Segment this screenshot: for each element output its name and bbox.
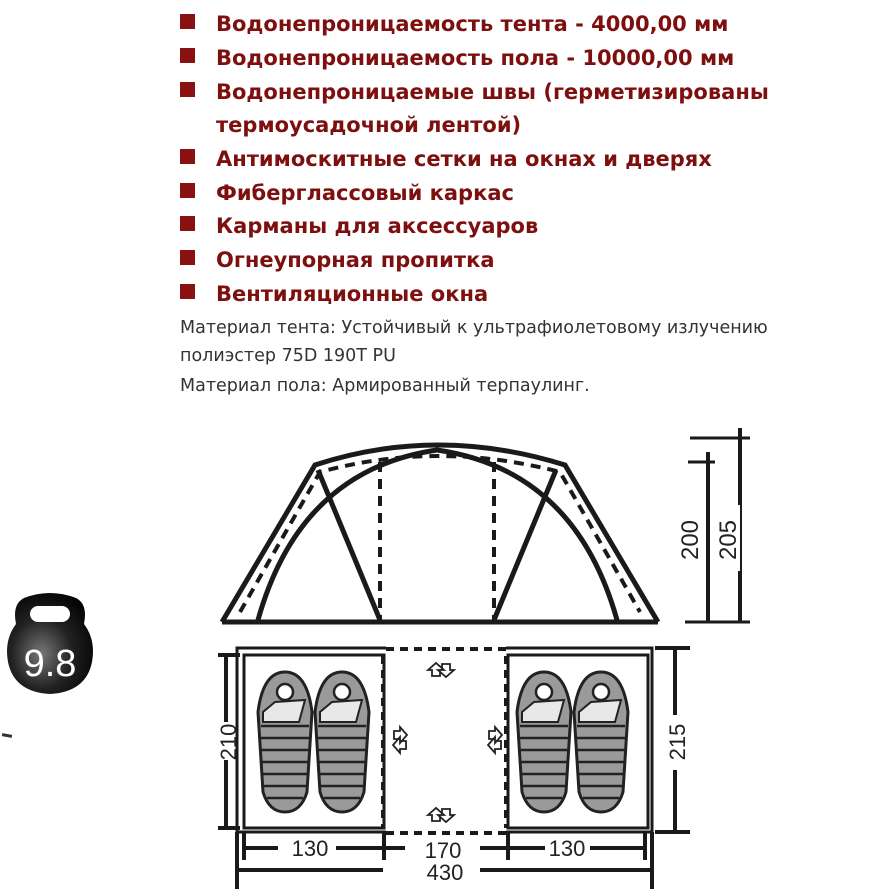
bullet-square-icon	[180, 183, 195, 198]
feature-item: Огнеупорная пропитка	[180, 244, 836, 277]
bullet-square-icon	[180, 250, 195, 265]
bullet-square-icon	[180, 14, 195, 29]
kettlebell-weight-icon: 9.8	[7, 593, 93, 694]
material-tent-line1: Материал тента: Устойчивый к ультрафиоле…	[180, 318, 768, 338]
sleeping-bag-icon	[256, 670, 314, 814]
feature-item: Водонепроницаемые швы (герметизированы т…	[180, 76, 836, 142]
weight-value: 9.8	[24, 643, 77, 685]
feature-item: Водонепроницаемость пола - 10000,00 мм	[180, 42, 836, 75]
room-left-width-label: 130	[292, 836, 329, 861]
sleeping-bag-icon	[572, 670, 630, 814]
room-right-width-label: 130	[549, 836, 586, 861]
feature-item: Антимоскитные сетки на окнах и дверях	[180, 143, 836, 176]
feature-item: Карманы для аксессуаров	[180, 210, 836, 243]
sleeping-bag-icon	[515, 670, 573, 814]
bullet-square-icon	[180, 82, 195, 97]
vestibule-width-label: 170	[425, 838, 462, 863]
feature-item: Водонепроницаемость тента - 4000,00 мм	[180, 8, 836, 41]
sleeping-bag-icon	[313, 670, 371, 814]
feature-item: Фиберглассовый каркас	[180, 177, 836, 210]
material-tent-line2: полиэстер 75D 190T PU	[180, 346, 396, 366]
bullet-square-icon	[180, 48, 195, 63]
feature-item: Вентиляционные окна	[180, 278, 836, 311]
height-outer-label: 205	[715, 520, 742, 560]
bullet-square-icon	[180, 284, 195, 299]
tent-side-view	[219, 428, 750, 625]
depth-outer-label: 215	[665, 724, 690, 761]
height-inner-label: 200	[677, 520, 704, 560]
bullet-square-icon	[180, 149, 195, 164]
total-length-label: 430	[427, 860, 464, 885]
material-floor: Материал пола: Армированный терпаулинг.	[180, 376, 590, 396]
depth-inner-label: 210	[216, 724, 241, 761]
bullet-square-icon	[180, 216, 195, 231]
